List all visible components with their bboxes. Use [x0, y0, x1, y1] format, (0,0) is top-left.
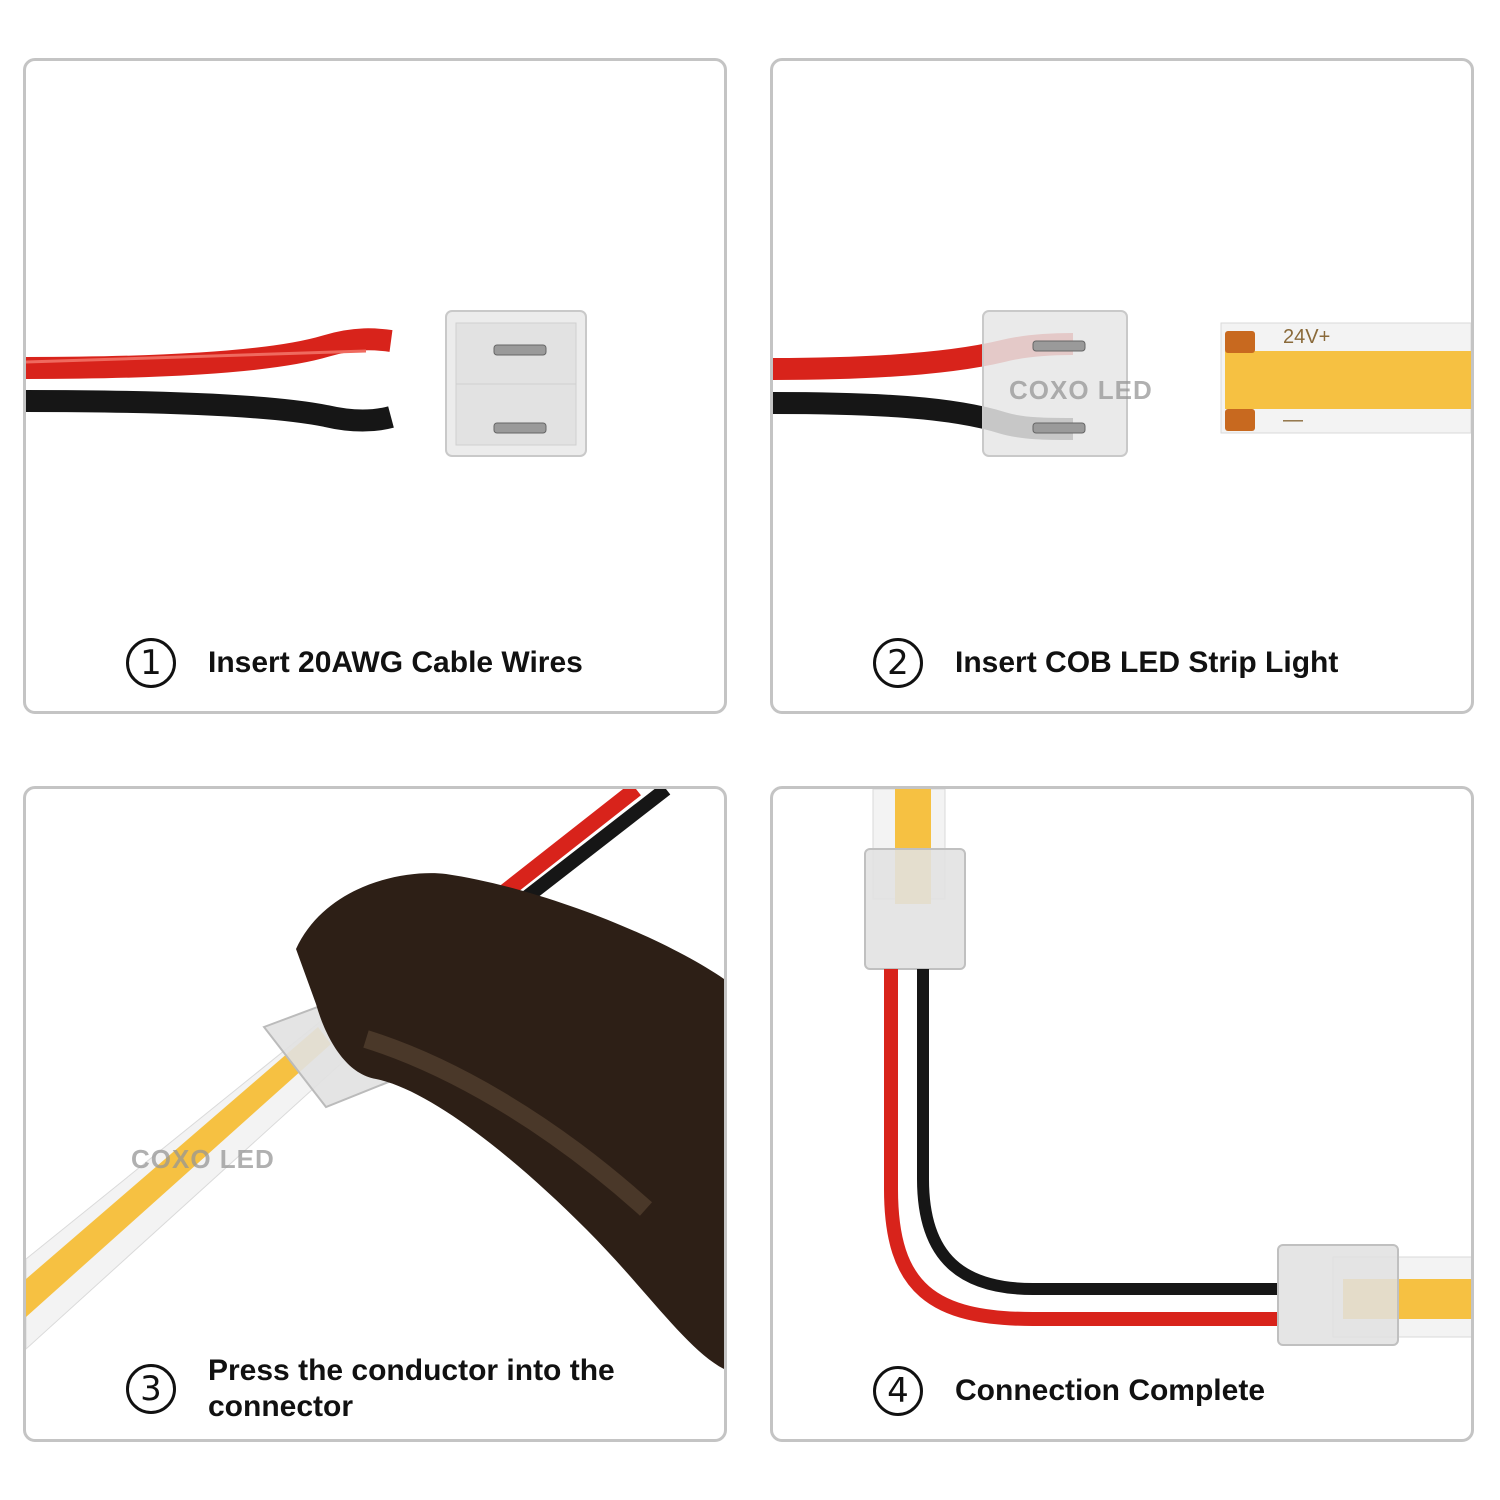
step-number-badge: 3: [126, 1364, 176, 1414]
step-instruction: Insert COB LED Strip Light: [955, 646, 1339, 679]
step-2-caption: 2 Insert COB LED Strip Light: [873, 638, 1451, 688]
step-number-badge: 4: [873, 1366, 923, 1416]
cable-connector-strip-illustration: [773, 310, 1471, 457]
step-1-panel: 1 Insert 20AWG Cable Wires: [23, 58, 727, 714]
step-1-caption: 1 Insert 20AWG Cable Wires: [126, 638, 704, 688]
top-connector: [864, 848, 966, 970]
brand-watermark: COXO LED: [1009, 375, 1153, 405]
bottom-connector: [1277, 1244, 1399, 1346]
step-3-panel: COXO LED 3 Press the conductor into the …: [23, 786, 727, 1442]
step-4-panel: 4 Connection Complete: [770, 786, 1474, 1442]
pliers: [296, 873, 724, 1369]
strip-positive-label: 24V+: [1283, 326, 1331, 348]
step-4-caption: 4 Connection Complete: [873, 1366, 1451, 1416]
pliers-pressing-connector-illustration: [26, 789, 724, 1369]
step-2-panel: COXO LED 24V+ — 2 Insert COB LED Strip L…: [770, 58, 1474, 714]
step-instruction: Insert 20AWG Cable Wires: [208, 646, 583, 679]
brand-watermark: COXO LED: [131, 1144, 275, 1174]
connector-body: [982, 310, 1128, 457]
step-3-caption: 3 Press the conductor into the connector: [126, 1353, 704, 1425]
step-instruction: Press the conductor into the connector: [208, 1354, 615, 1423]
cable-and-connector-illustration: [26, 310, 587, 457]
step-number-badge: 1: [126, 638, 176, 688]
step-instruction: Connection Complete: [955, 1374, 1266, 1407]
completed-connection-illustration: [864, 789, 1471, 1346]
step-number-badge: 2: [873, 638, 923, 688]
strip-negative-label: —: [1283, 409, 1303, 431]
